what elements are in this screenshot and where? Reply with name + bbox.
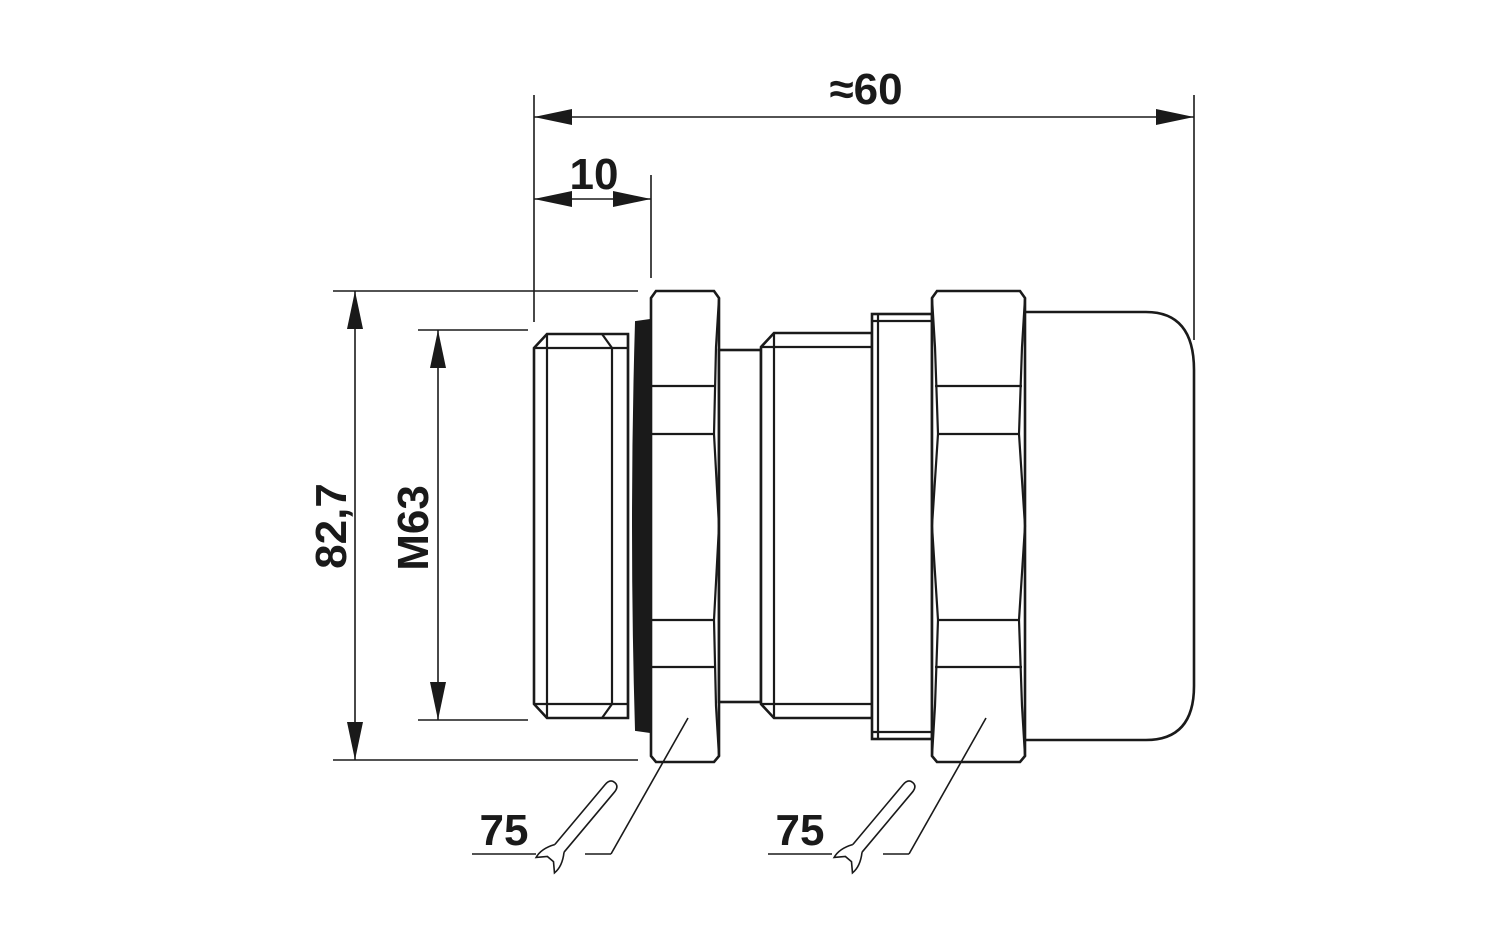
threaded-entry (532, 332, 630, 720)
wrench-size-label: 75 (776, 806, 825, 855)
arrowhead-top (430, 330, 446, 368)
wrench-size-label: 75 (480, 806, 529, 855)
gland-neck (717, 348, 763, 704)
leader-line (610, 717, 689, 855)
dimension-thread-size: M63 (389, 329, 528, 721)
thread-length-label: 10 (570, 150, 619, 199)
wrench-callout-cap: 75 (768, 717, 987, 875)
locknut-body (649, 289, 721, 764)
dimension-thread-length: 10 (534, 150, 652, 278)
arrowhead-bottom (430, 682, 446, 720)
gland-body (759, 331, 874, 720)
seal-ring (632, 318, 651, 734)
dome-cap (1020, 310, 1196, 742)
arrowhead-right (1156, 109, 1194, 125)
dimension-outer-diameter: 82,7 (307, 290, 638, 761)
cap-nut-hex (930, 289, 1027, 764)
wrench-icon (832, 780, 916, 875)
wrench-icon (534, 780, 618, 875)
thread-size-label: M63 (389, 485, 438, 571)
overall-length-label: ≈60 (829, 65, 902, 114)
arrowhead-bottom (347, 722, 363, 760)
leader-line (908, 717, 987, 855)
locknut-hex (649, 289, 721, 764)
cap-nut-body (930, 289, 1027, 764)
dimension-overall-length: ≈60 (533, 65, 1195, 340)
wrench-callout-locknut: 75 (472, 717, 689, 875)
arrowhead-left (534, 109, 572, 125)
arrowhead-left (534, 191, 572, 207)
flange-ring (870, 312, 934, 741)
outer-diameter-label: 82,7 (307, 483, 356, 569)
arrowhead-right (613, 191, 651, 207)
arrowhead-top (347, 291, 363, 329)
